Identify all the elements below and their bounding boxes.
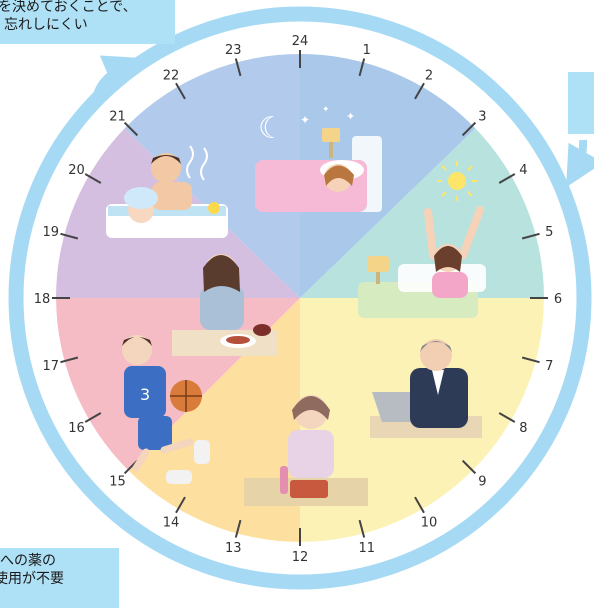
worker-head xyxy=(420,339,452,371)
hour-tick xyxy=(461,459,477,475)
sector-night-2 xyxy=(118,54,300,298)
hour-tick xyxy=(175,82,186,100)
hour-label: 4 xyxy=(519,163,527,178)
star-icon: ✦ xyxy=(346,110,355,123)
clock-outer-ring xyxy=(8,6,592,590)
hour-tick xyxy=(414,82,425,100)
hour-label: 18 xyxy=(34,292,51,307)
hour-label: 11 xyxy=(359,541,376,556)
father-head xyxy=(151,153,181,183)
hour-label: 23 xyxy=(225,43,242,58)
bento xyxy=(290,480,328,498)
callout-top-left-line1: を決めておくことで、 xyxy=(0,0,137,15)
lamp-shade xyxy=(367,256,389,272)
hour-label: 12 xyxy=(292,550,309,565)
hour-tick xyxy=(358,519,366,538)
hour-tick xyxy=(60,232,79,240)
scene-father-child-bath xyxy=(106,145,228,238)
shampoo-foam xyxy=(124,187,158,209)
svg-text:3: 3 xyxy=(140,385,150,404)
hour-label: 20 xyxy=(68,163,85,178)
hour-label: 13 xyxy=(225,541,242,556)
hour-label: 24 xyxy=(292,34,309,49)
hour-label: 14 xyxy=(163,515,180,530)
hour-tick xyxy=(84,173,102,184)
moon-icon: ☾ xyxy=(258,111,285,146)
hour-tick xyxy=(175,496,186,514)
hour-tick xyxy=(414,496,425,514)
sector-morning xyxy=(300,122,544,298)
hour-tick xyxy=(234,519,242,538)
callout-top-left: を決めておくことで、 忘れしにくい xyxy=(0,0,175,44)
shoe xyxy=(166,470,192,484)
soup-bowl xyxy=(253,324,271,336)
clock-ticks xyxy=(52,50,548,546)
hour-label: 3 xyxy=(478,110,486,125)
star-icon: ✦ xyxy=(322,105,330,115)
callout-bottom-left-line1: への薬の xyxy=(0,553,56,569)
hour-label: 9 xyxy=(478,474,486,489)
callout-top-left-line2: 忘れしにくい xyxy=(4,17,88,33)
scene-dinner-woman xyxy=(172,254,278,356)
hour-label: 7 xyxy=(545,359,553,374)
scene-working-man xyxy=(370,339,482,438)
sector-night xyxy=(300,54,482,298)
callout-bottom-left: への薬の 使用が不要 xyxy=(0,548,119,608)
hour-label: 10 xyxy=(421,515,438,530)
rubber-duck-icon xyxy=(208,202,220,214)
hour-tick xyxy=(521,232,540,240)
scene-sleeping-woman: ☾ ✦ ✦ ✦ xyxy=(255,105,382,212)
hour-tick xyxy=(461,121,477,137)
scene-lunch-woman xyxy=(244,395,368,506)
hour-tick xyxy=(84,412,102,423)
hour-label: 17 xyxy=(43,359,60,374)
lamp-shade xyxy=(322,128,340,142)
hour-tick xyxy=(498,173,516,184)
callout-bottom-left-line2: 使用が不要 xyxy=(0,571,64,587)
hour-tick xyxy=(234,58,242,77)
stretching-arms xyxy=(424,206,484,259)
hour-label: 5 xyxy=(545,225,553,240)
callout-right xyxy=(568,72,594,134)
hour-label: 1 xyxy=(363,43,371,58)
hour-label: 19 xyxy=(43,225,60,240)
hour-label: 2 xyxy=(425,69,433,84)
hour-label: 15 xyxy=(109,474,126,489)
ring-arrow-top xyxy=(91,55,145,105)
hour-tick xyxy=(60,356,79,364)
hour-label: 21 xyxy=(109,110,126,125)
scene-waking-woman xyxy=(358,161,486,318)
player-head xyxy=(122,335,152,365)
hour-tick xyxy=(521,356,540,364)
hour-label: 8 xyxy=(519,421,527,436)
sun-icon xyxy=(448,172,466,190)
shoe xyxy=(194,440,210,464)
steam xyxy=(186,145,208,181)
ring-arrow-right xyxy=(566,139,594,188)
hour-label: 22 xyxy=(163,69,180,84)
star-icon: ✦ xyxy=(300,113,310,127)
scene-basketball-boy: 3 xyxy=(122,335,210,484)
hour-label: 6 xyxy=(554,292,562,307)
hour-tick xyxy=(358,58,366,77)
hour-label: 16 xyxy=(68,421,85,436)
hour-tick xyxy=(123,121,139,137)
hour-tick xyxy=(498,412,516,423)
